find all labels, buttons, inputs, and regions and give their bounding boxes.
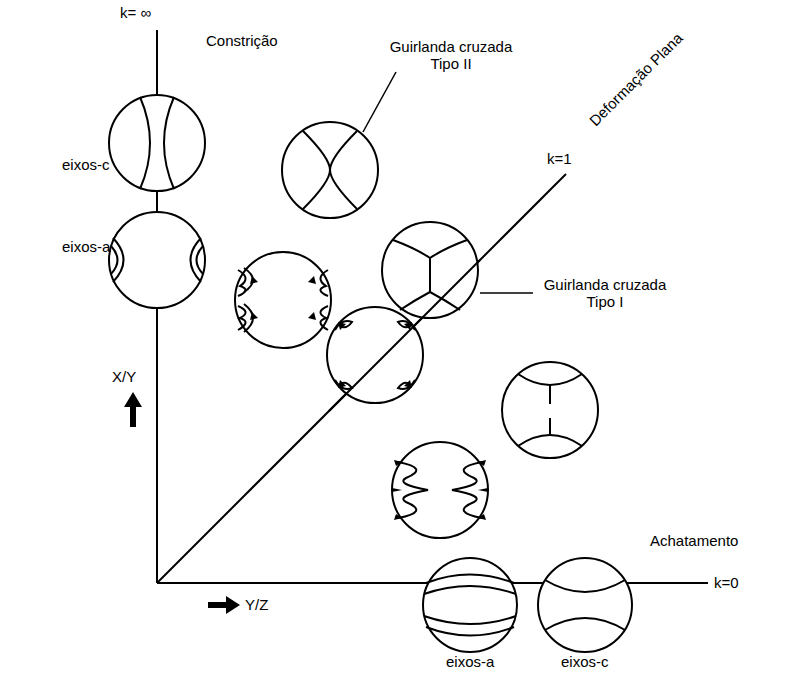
stereonet xyxy=(392,442,488,538)
fabric-label: eixos-a xyxy=(446,654,494,669)
stereonet xyxy=(382,222,478,318)
axis-label: k=0 xyxy=(714,574,739,591)
fabric-girdles xyxy=(111,97,625,636)
fabric-label: eixos-c xyxy=(62,156,110,173)
callout-label: Guirlanda cruzada Tipo II xyxy=(384,38,518,73)
fabric-label: eixos-c xyxy=(561,654,609,669)
stereonet xyxy=(109,212,205,308)
leader-line xyxy=(363,72,396,132)
field-label: Achatamento xyxy=(650,532,738,549)
line-label: Deformação Plana xyxy=(586,29,686,129)
axis-arrows xyxy=(124,392,240,614)
stereonet xyxy=(327,307,423,403)
stereonet xyxy=(235,252,331,348)
stereonet xyxy=(502,362,598,458)
axis-label: Y/Z xyxy=(245,596,268,613)
fabric-label: eixos-a xyxy=(62,238,110,255)
plane-strain-line xyxy=(157,174,566,583)
stereonet xyxy=(282,122,378,218)
stereonet xyxy=(538,558,632,652)
axis-label: X/Y xyxy=(112,368,136,385)
stereonet xyxy=(109,95,205,191)
callout-label: Guirlanda cruzada Tipo I xyxy=(538,276,672,311)
stereonet xyxy=(423,558,517,652)
leader-line xyxy=(480,292,533,294)
field-label: Constrição xyxy=(206,32,278,49)
line-label: k=1 xyxy=(547,150,572,167)
axis-label: k= ∞ xyxy=(120,4,151,21)
fabric-maxima xyxy=(250,276,488,520)
